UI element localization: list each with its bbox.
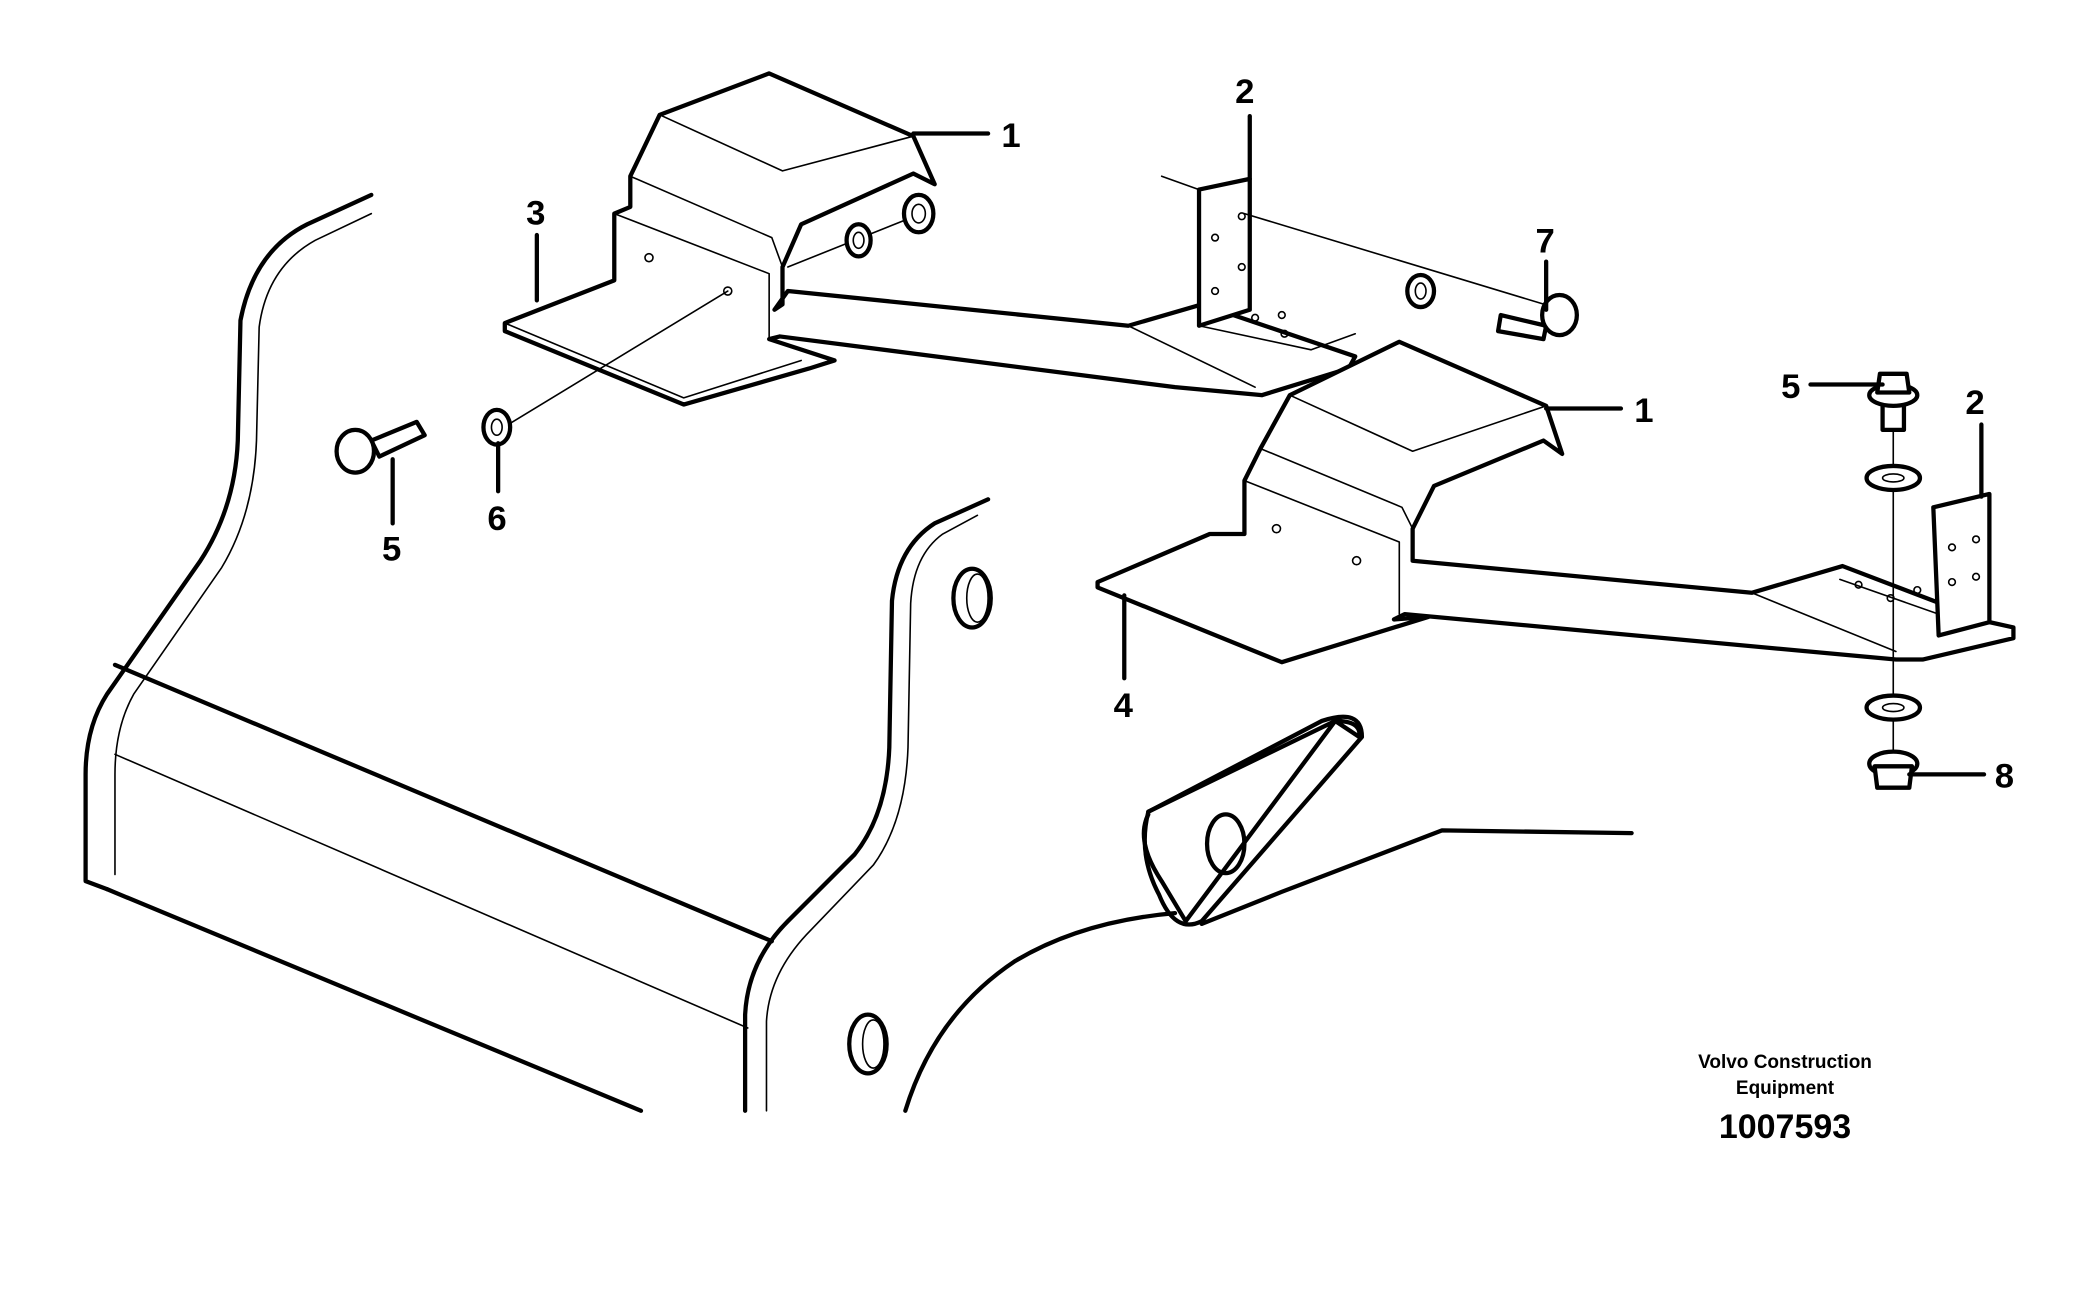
- callout-5-right: 5: [1781, 368, 1800, 406]
- fasteners: [334, 192, 1923, 790]
- credit-block: Volvo Construction Equipment 1007593: [1640, 1050, 1930, 1147]
- callout-7: 7: [1535, 222, 1554, 260]
- callout-6: 6: [487, 500, 506, 538]
- callout-1-right: 1: [1634, 392, 1653, 430]
- callout-5-left: 5: [382, 531, 401, 569]
- right-step-bracket: [1095, 339, 2016, 665]
- callout-3: 3: [526, 194, 545, 232]
- left-step-bracket: [502, 71, 1358, 407]
- callout-1-left: 1: [1001, 117, 1020, 155]
- drawing-number: 1007593: [1718, 1108, 1852, 1146]
- machine-frame: [83, 192, 1634, 1113]
- callout-8: 8: [1995, 758, 2014, 796]
- callout-2-top: 2: [1235, 73, 1254, 111]
- callout-4: 4: [1114, 687, 1134, 725]
- callout-2-right: 2: [1965, 384, 1984, 422]
- leader-lines: [390, 114, 1987, 777]
- callouts: 1 2 3 7 5 6 1 5 2 4 8: [382, 73, 2014, 796]
- company-name-line1: Volvo Construction: [1698, 1052, 1872, 1073]
- company-name-line2: Equipment: [1735, 1078, 1835, 1099]
